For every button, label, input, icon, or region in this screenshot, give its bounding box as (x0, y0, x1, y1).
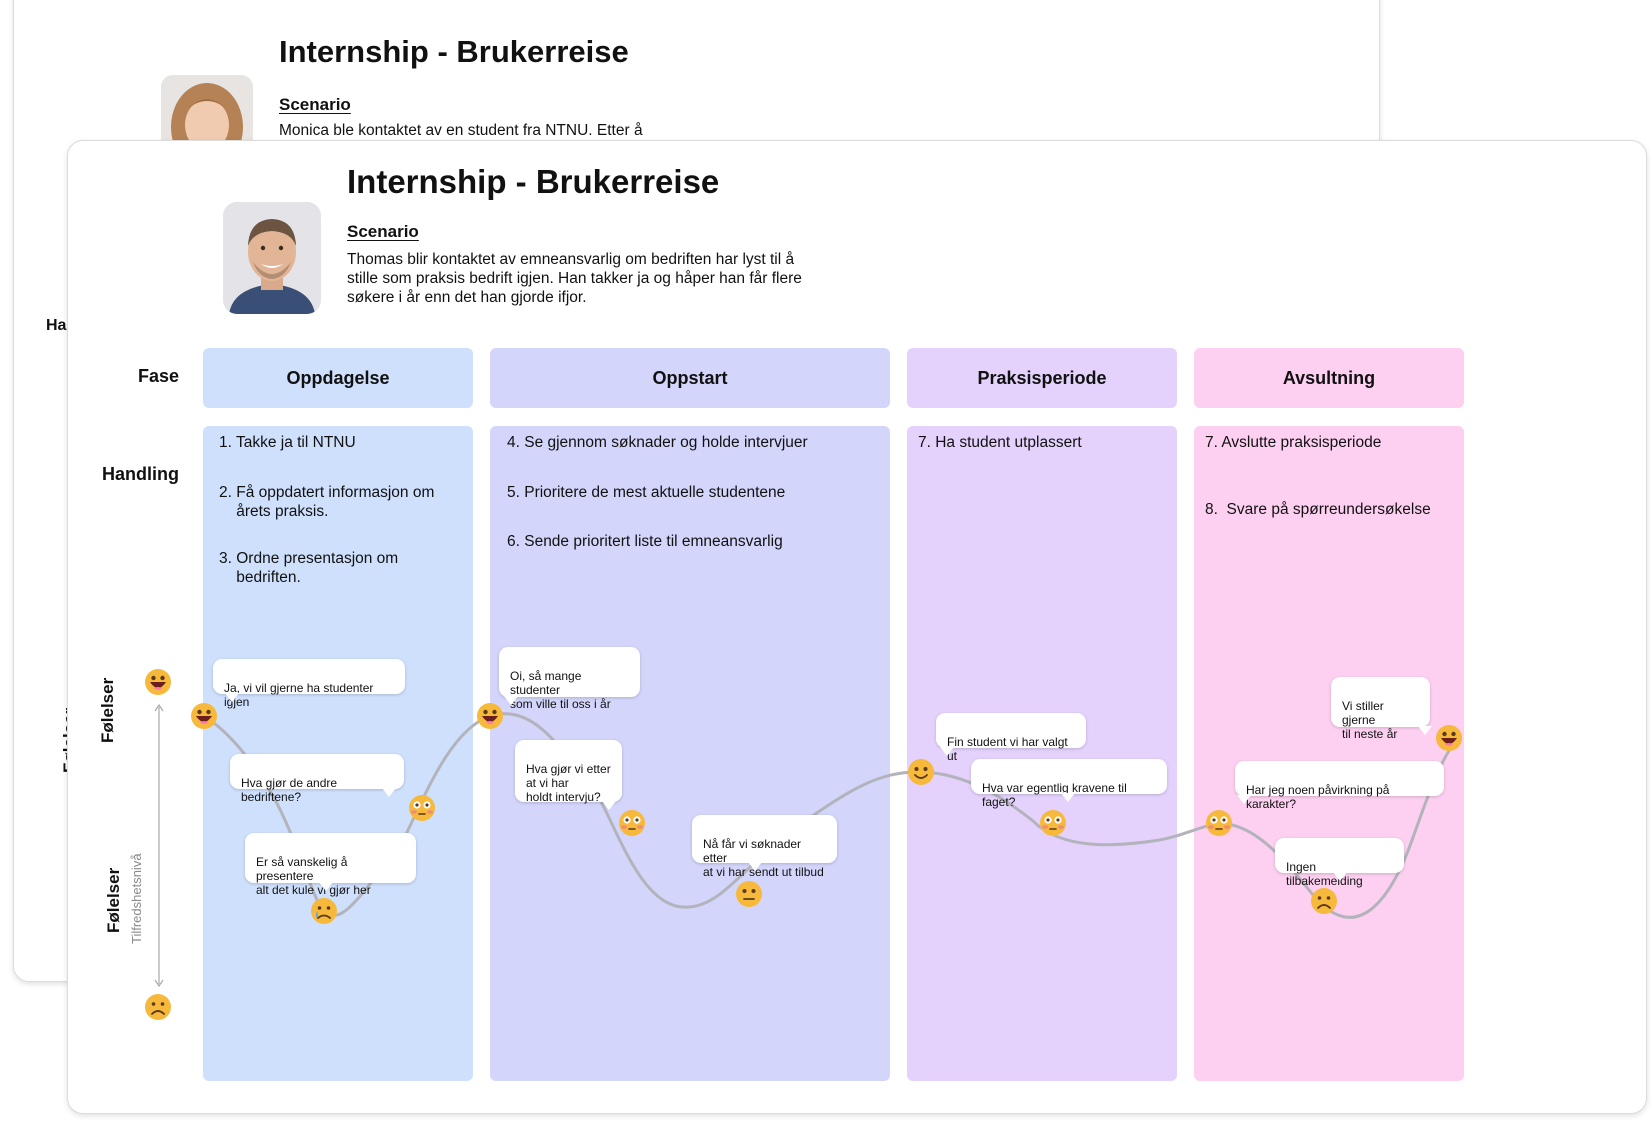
action-item: 8. Svare på spørreundersøkelse (1205, 501, 1431, 518)
quote-text: Ingen tilbakemelding (1286, 860, 1363, 888)
scenario-label: Scenario (347, 222, 419, 241)
bubble-tail (602, 801, 616, 810)
bubble-tail (1333, 872, 1347, 881)
phase-header-praksisperiode: Praksisperiode (907, 348, 1177, 408)
grinning-icon (191, 703, 217, 729)
satisfaction-scale-arrow (154, 703, 164, 988)
phase-header-oppstart: Oppstart (490, 348, 890, 408)
crying-icon (311, 898, 337, 924)
grinning-icon (145, 669, 171, 695)
action-item: 7. Ha student utplassert (918, 434, 1082, 451)
bubble-tail (1418, 726, 1432, 735)
frowning-icon (1311, 888, 1337, 914)
smiling-icon (908, 759, 934, 785)
bubble-tail (225, 693, 239, 702)
bubble-tail (319, 882, 333, 891)
flushed-icon (1206, 810, 1232, 836)
back-page-title: Internship - Brukerreise (279, 34, 629, 69)
page-title: Internship - Brukerreise (347, 163, 720, 200)
neutral-icon (736, 881, 762, 907)
quote-text: Oi, så mange studenter som ville til oss… (510, 669, 611, 711)
quote-bubble: Oi, så mange studenter som ville til oss… (499, 647, 640, 711)
action-item: 4. Se gjennom søknader og holde intervju… (507, 434, 808, 451)
quote-bubble: Fin student vi har valgt ut (936, 713, 1086, 763)
quote-bubble: Vi stiller gjerne til neste år (1331, 677, 1432, 741)
quote-bubble: Hva gjør de andre bedriftene? (230, 754, 404, 804)
scenario-line: stille som praksis bedrift igjen. Han ta… (347, 270, 802, 287)
grinning-icon (1436, 725, 1462, 751)
grinning-icon (477, 703, 503, 729)
frowning-icon (145, 994, 171, 1020)
action-item: 7. Avslutte praksisperiode (1205, 434, 1382, 451)
bubble-tail (1061, 793, 1075, 802)
quote-text: Hva gjør vi etter at vi har holdt interv… (526, 762, 611, 804)
quote-text: Nå får vi søknader etter at vi har sendt… (703, 837, 824, 879)
bubble-tail (504, 696, 518, 705)
action-item: 2. Få oppdatert informasjon om årets pra… (219, 484, 435, 520)
quote-text: Hva gjør de andre bedriftene? (241, 776, 338, 804)
back-scenario-text: Monica ble kontaktet av en student fra N… (279, 122, 643, 139)
quote-bubble: Er så vanskelig å presentere alt det kul… (245, 833, 416, 897)
quote-text: Er så vanskelig å presentere alt det kul… (256, 855, 371, 897)
quote-bubble: Ja, vi vil gjerne ha studenter igjen (213, 659, 405, 709)
flushed-icon (1040, 810, 1066, 836)
flushed-icon (409, 795, 435, 821)
quote-bubble: Har jeg noen påvirkning på karakter? (1235, 761, 1444, 811)
scenario-line: søkere i år enn det han gjorde ifjor. (347, 289, 587, 306)
phase-column-oppdagelse (203, 426, 473, 1081)
quote-text: Har jeg noen påvirkning på karakter? (1246, 783, 1390, 811)
action-item: 1. Takke ja til NTNU (219, 434, 356, 451)
bubble-tail (1237, 795, 1251, 804)
bubble-tail (940, 747, 954, 756)
flushed-icon (619, 810, 645, 836)
persona-avatar-thomas (223, 202, 321, 314)
phase-column-avslutning (1194, 426, 1464, 1081)
quote-bubble: Nå får vi søknader etter at vi har sendt… (692, 815, 837, 879)
quote-bubble: Ingen tilbakemelding (1275, 838, 1404, 888)
row-label-phase: Fase (138, 366, 180, 386)
phase-header-oppdagelse: Oppdagelse (203, 348, 473, 408)
action-item: 5. Prioritere de mest aktuelle studenten… (507, 484, 786, 501)
bubble-tail (382, 788, 396, 797)
quote-text: Vi stiller gjerne til neste år (1342, 699, 1398, 741)
front-journey-card: Internship - Brukerreise Scenario Thomas… (67, 140, 1647, 1114)
back-scenario-label: Scenario (279, 95, 351, 114)
quote-bubble: Hva var egentlig kravene til faget? (971, 759, 1167, 809)
quote-bubble: Hva gjør vi etter at vi har holdt interv… (515, 740, 622, 810)
action-item: 6. Sende prioritert liste til emneansvar… (507, 533, 783, 550)
bubble-tail (748, 862, 762, 871)
back-row-label-partial: Ha (46, 317, 67, 334)
emotion-curve (202, 712, 1460, 919)
quote-text: Hva var egentlig kravene til faget? (982, 781, 1127, 809)
phase-header-avslutning: Avsultning (1194, 348, 1464, 408)
scenario-line: Thomas blir kontaktet av emneansvarlig o… (347, 251, 795, 268)
quote-text: Ja, vi vil gjerne ha studenter igjen (224, 681, 374, 709)
action-item: 3. Ordne presentasjon om bedriften. (219, 550, 399, 586)
quote-text: Fin student vi har valgt ut (947, 735, 1068, 763)
row-label-action: Handling (102, 464, 179, 484)
